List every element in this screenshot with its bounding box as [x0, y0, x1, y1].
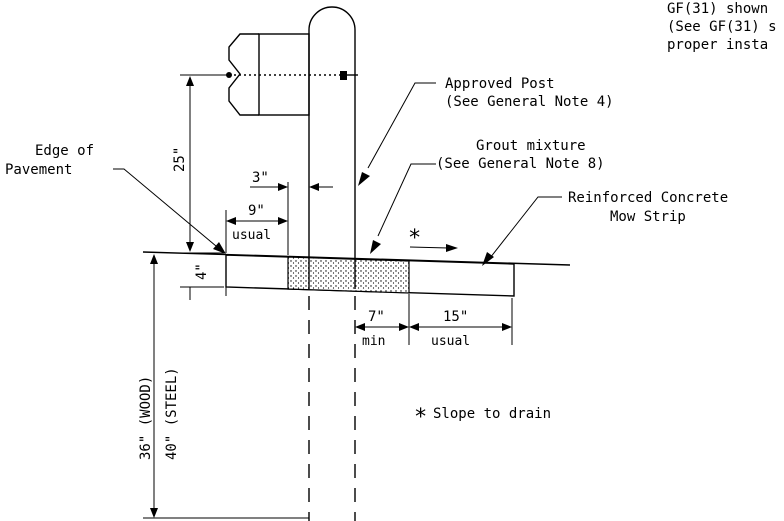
grout-leader — [377, 163, 436, 237]
dim-15-arrow-left — [409, 323, 419, 331]
dim-3-label: 3" — [252, 170, 269, 186]
dim-4-label: 4" — [194, 263, 210, 280]
dim-7-label: 7" — [368, 309, 385, 325]
dim-9-sub-label: usual — [232, 228, 271, 243]
dim-embed-wood-label: 36" (WOOD) — [138, 376, 154, 460]
dim-15-label: 15" — [443, 309, 468, 325]
bolt-nut-icon — [340, 71, 358, 80]
w-beam-rail — [226, 33, 310, 116]
grout-label-2: (See General Note 8) — [436, 156, 605, 172]
slope-note-star-icon: * — [414, 405, 427, 430]
mow-strip-leader — [489, 196, 562, 259]
mow-strip-label-2: Mow Strip — [610, 209, 686, 225]
gf31-note-line-1: GF(31) shown — [667, 1, 768, 17]
dim-3-arrow-left — [278, 183, 288, 191]
mow-strip-label-1: Reinforced Concrete — [568, 190, 728, 206]
mow-strip-slab — [225, 254, 515, 297]
edge-of-pavement-label-1: Edge of — [35, 143, 94, 159]
approved-post-label-2: (See General Note 4) — [445, 94, 614, 110]
approved-post — [308, 6, 356, 289]
dim-15-arrow-right — [502, 323, 512, 331]
grout-fill — [287, 256, 410, 294]
dim-embed-arrow-top — [150, 254, 158, 264]
edge-of-pavement-leader — [113, 168, 217, 247]
gf31-note-line-3: proper insta — [667, 37, 768, 53]
dim-15-sub-label: usual — [431, 334, 470, 349]
slope-arrow-line — [409, 246, 449, 249]
dim-7-arrow-left — [355, 323, 365, 331]
mow-strip-leader-arrow — [482, 252, 494, 266]
dim-3-arrow-right — [309, 183, 319, 191]
approved-post-leader-arrow — [358, 172, 370, 186]
slope-star-icon: * — [408, 226, 421, 251]
edge-of-pavement-label-2: Pavement — [5, 162, 72, 178]
dim-embed-steel-label: 40" (STEEL) — [164, 367, 180, 460]
dim-25-label: 25" — [172, 147, 188, 172]
dim-embed-arrow-bottom — [150, 508, 158, 518]
dim-7-sub-label: min — [362, 334, 385, 349]
dim-25-arrow-top — [186, 76, 194, 86]
edge-of-pavement-leader-arrow — [213, 242, 226, 254]
dim-9-arrow-right — [278, 217, 288, 225]
slope-arrow-head — [446, 244, 458, 252]
dim-9-arrow-left — [226, 217, 236, 225]
approved-post-label-1: Approved Post — [445, 76, 555, 92]
approved-post-leader — [367, 82, 436, 169]
grout-label-1: Grout mixture — [476, 138, 586, 154]
grout-leader-arrow — [370, 240, 381, 254]
gf31-note-line-2: (See GF(31) s — [667, 19, 777, 35]
slope-note-text: Slope to drain — [433, 406, 551, 422]
dim-7-arrow-right — [399, 323, 409, 331]
dim-9-label: 9" — [248, 203, 265, 219]
dim-25-arrow-bottom — [186, 242, 194, 252]
